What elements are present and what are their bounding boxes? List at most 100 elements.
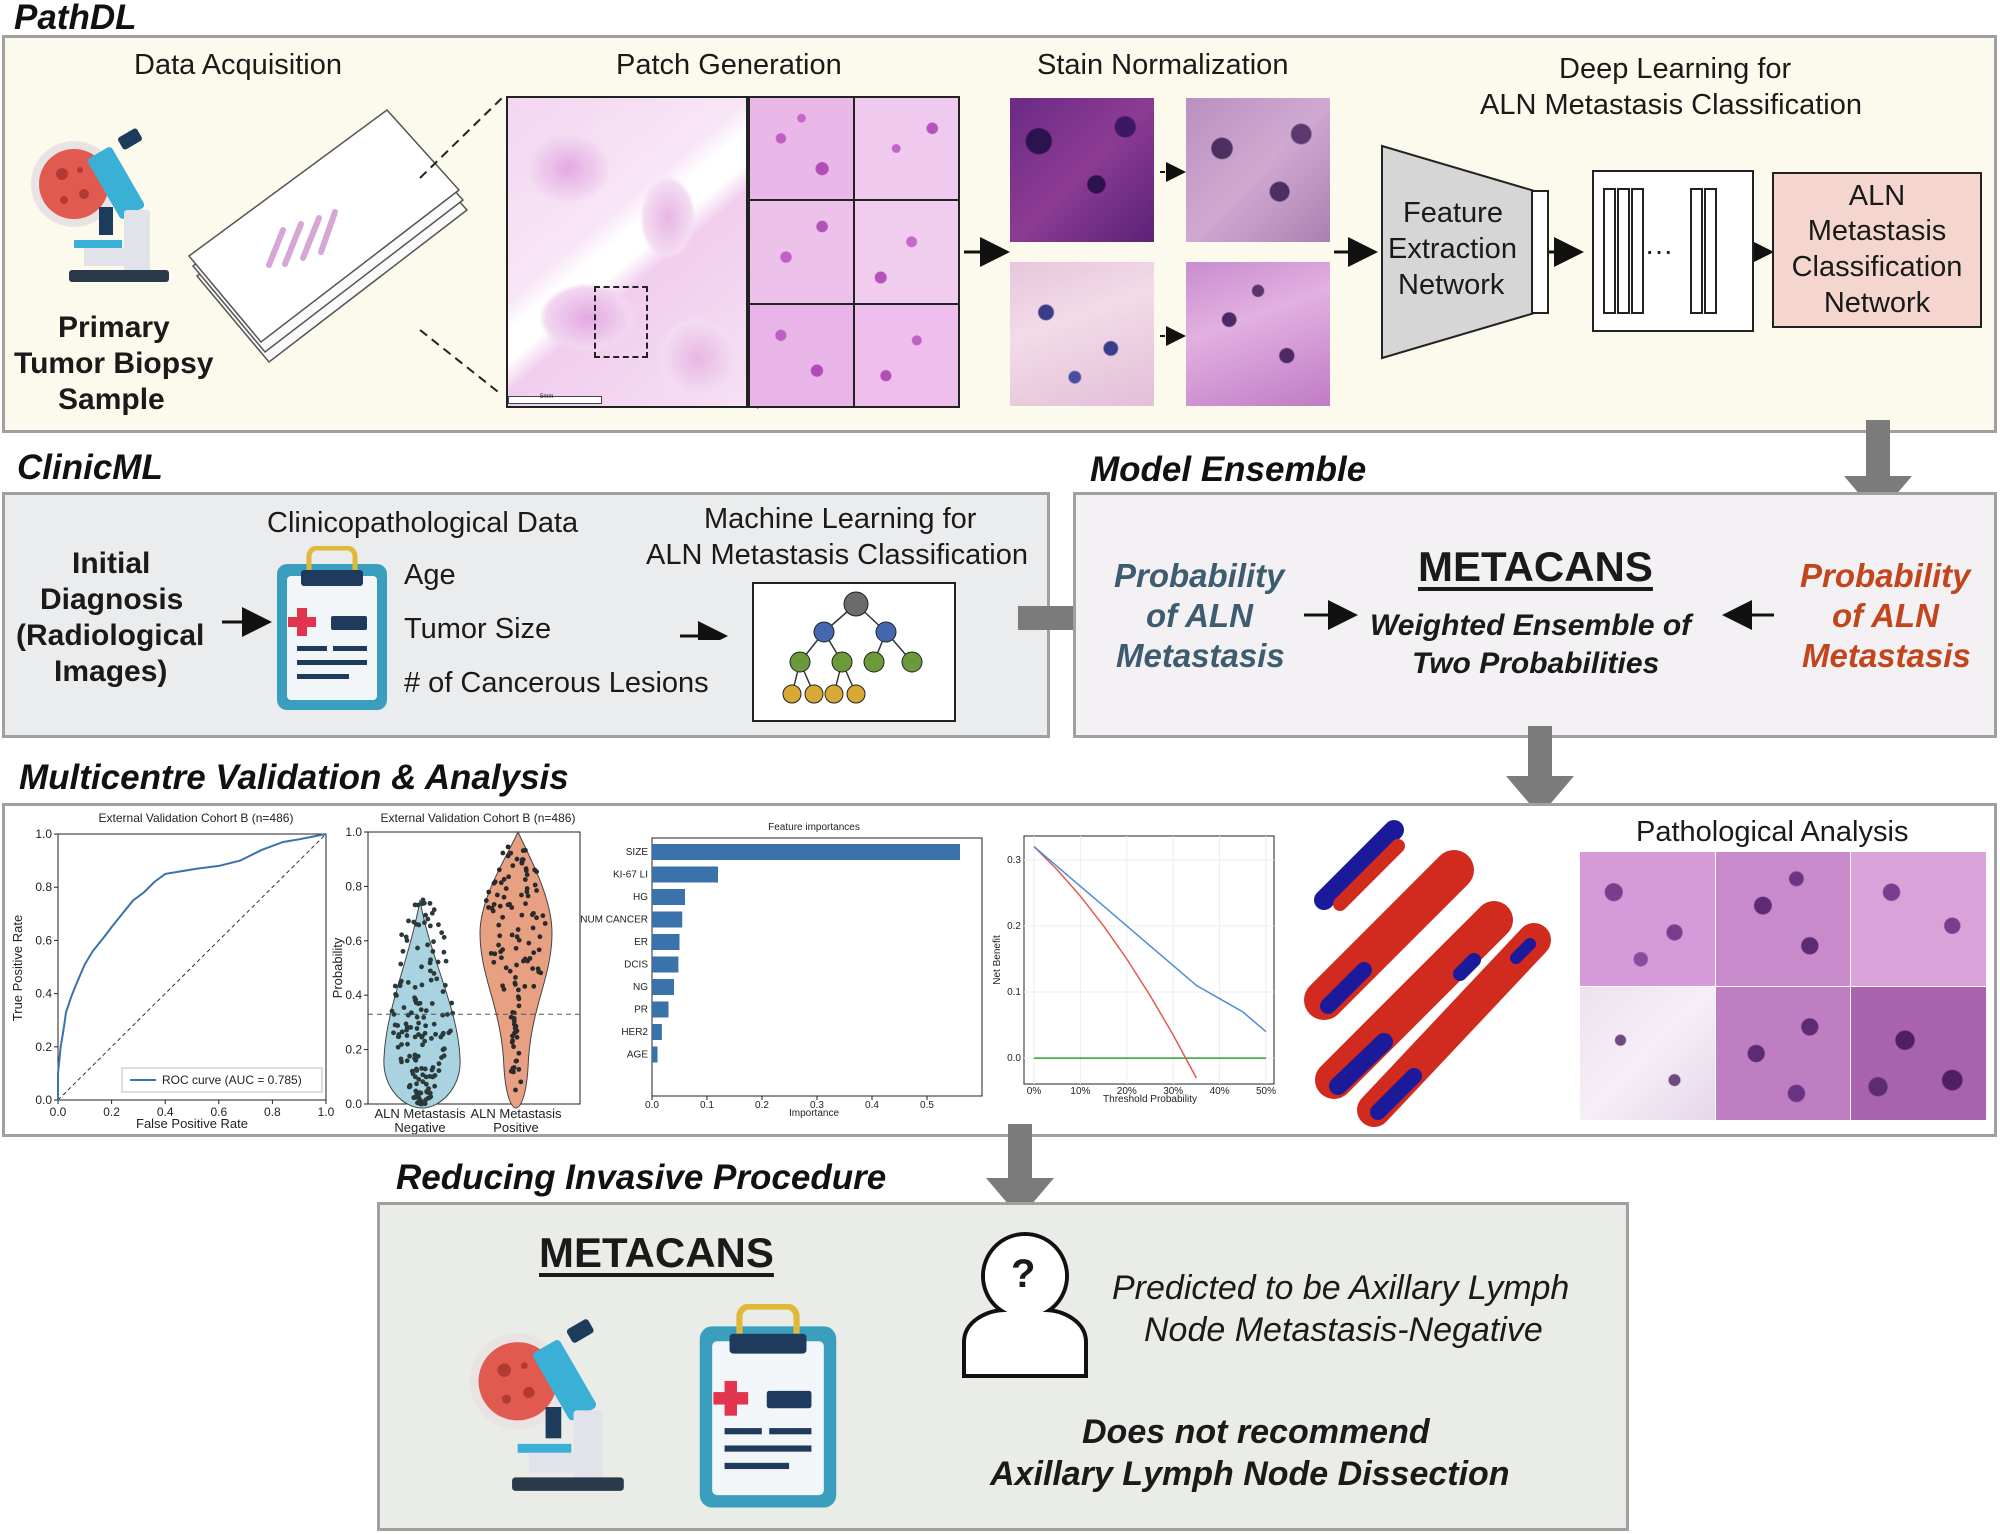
violin-dot-negative xyxy=(404,1058,410,1064)
violin-dot-positive xyxy=(503,965,509,971)
violin-dot-positive xyxy=(538,970,544,976)
violin-dot-positive xyxy=(530,925,536,931)
pathdl-title: PathDL xyxy=(14,0,137,37)
violin-dot-negative xyxy=(417,1000,423,1006)
stain-normalization-label: Stain Normalization xyxy=(1037,49,1289,81)
violin-cat-pos-2: Positive xyxy=(493,1120,539,1134)
fi-bar xyxy=(652,979,674,995)
violin-dot-negative xyxy=(448,1028,453,1034)
heatmap-slide xyxy=(1304,820,1551,1127)
violin-dot-negative xyxy=(431,1021,437,1027)
roc-title: External Validation Cohort B (n=486) xyxy=(99,811,294,825)
stain-after-2 xyxy=(1186,262,1330,406)
violin-dot-positive xyxy=(532,867,538,873)
violin-dot-negative xyxy=(427,960,433,966)
fc-bar-2 xyxy=(1617,188,1630,314)
violin-dot-negative xyxy=(427,1074,433,1079)
violin-dot-negative xyxy=(441,949,447,955)
violin-dot-negative xyxy=(440,989,446,995)
violin-dot-negative xyxy=(397,983,403,989)
violin-dot-negative xyxy=(423,1074,429,1080)
violin-dot-negative xyxy=(404,938,410,943)
weighted-2: Two Probabilities xyxy=(1412,647,1660,680)
violin-dot-positive xyxy=(508,1068,514,1074)
violin-dot-negative xyxy=(400,948,406,954)
fi-bar xyxy=(652,1046,658,1063)
dca-ylabel: Net Benefit xyxy=(992,935,1003,985)
violin-ytick-label: 0.8 xyxy=(345,879,362,893)
predicted-1: Predicted to be Axillary Lymph xyxy=(1112,1269,1570,1307)
clipboard-icon-2 xyxy=(699,1304,837,1508)
violin-ytick-label: 1.0 xyxy=(345,825,362,839)
fc-bar-4 xyxy=(1690,188,1703,314)
question-mark: ? xyxy=(1011,1252,1036,1296)
violin-dot-negative xyxy=(419,1101,425,1107)
clinic-arrows xyxy=(222,607,728,640)
fi-bar xyxy=(652,1024,662,1040)
violin-dot-negative xyxy=(403,934,409,940)
violin-dot-negative xyxy=(421,900,427,906)
violin-dot-positive xyxy=(516,1003,522,1009)
violin-dot-positive xyxy=(497,933,503,939)
roc-xtick-label: 0.8 xyxy=(264,1105,281,1119)
violin-dot-negative xyxy=(422,1030,428,1036)
metacans-ensemble: METACANS xyxy=(1418,543,1653,590)
violin-dot-negative xyxy=(412,995,417,1001)
scale-text: 5mm xyxy=(540,394,554,400)
violin-dot-negative xyxy=(413,1066,419,1072)
initial-diagnosis-4: Images) xyxy=(54,655,168,688)
microscope-icon-2 xyxy=(469,1319,624,1491)
feature-tumor-size: Tumor Size xyxy=(404,613,552,645)
aln-network-line-3: Classification xyxy=(1791,251,1963,283)
violin-dot-negative xyxy=(415,902,421,908)
patch-3 xyxy=(750,201,853,303)
stain-before-2 xyxy=(1010,262,1154,406)
fi-bar xyxy=(652,934,680,950)
violin-dot-negative xyxy=(395,1023,401,1028)
violin-dot-positive xyxy=(511,1016,517,1021)
violin-dot-positive xyxy=(520,857,526,863)
violin-dot-positive xyxy=(498,949,504,955)
feature-vector xyxy=(1531,190,1549,314)
violin-dot-positive xyxy=(515,927,521,932)
fc-bar-3 xyxy=(1631,188,1644,314)
violin-dot-negative xyxy=(399,932,405,938)
violin-dot-negative xyxy=(440,1012,446,1018)
violin-dot-positive xyxy=(526,940,532,946)
violin-dot-positive xyxy=(513,975,518,980)
violin-ytick-label: 0.6 xyxy=(345,934,362,948)
violin-dot-negative xyxy=(423,1081,429,1087)
violin-dot-positive xyxy=(510,1033,515,1039)
violin-title: External Validation Cohort B (n=486) xyxy=(381,811,576,825)
violin-dot-positive xyxy=(508,850,514,856)
violin-dot-negative xyxy=(406,1084,412,1090)
violin-dot-negative xyxy=(425,916,431,922)
violin-dot-positive xyxy=(491,959,497,965)
violin-dot-negative xyxy=(423,912,428,918)
violin-dot-positive xyxy=(537,934,543,940)
patch-6 xyxy=(855,304,958,406)
violin-dot-positive xyxy=(500,914,506,920)
data-acquisition-label: Data Acquisition xyxy=(134,49,342,81)
violin-dot-negative xyxy=(406,918,411,924)
dca-xtick-label: 20% xyxy=(1117,1086,1137,1097)
roc-xtick-label: 0.0 xyxy=(50,1105,67,1119)
violin-dot-negative xyxy=(440,1047,446,1053)
violin-dot-negative xyxy=(442,982,448,988)
violin-dot-positive xyxy=(503,886,509,891)
gray-arrow-down-2 xyxy=(1506,726,1574,816)
prob-left-3: Metastasis xyxy=(1116,637,1285,674)
violin-dot-negative xyxy=(429,1067,435,1073)
violin-dot-negative xyxy=(420,1079,426,1085)
violin-dot-negative xyxy=(413,1088,419,1094)
violin-dot-negative xyxy=(392,983,398,989)
violin-dot-negative xyxy=(431,939,436,945)
violin-dot-negative xyxy=(433,1031,438,1037)
violin-dot-negative xyxy=(435,959,441,965)
violin-dot-negative xyxy=(412,1055,418,1061)
initial-diagnosis-1: Initial xyxy=(72,547,151,580)
violin-dot-positive xyxy=(518,1079,524,1085)
predicted-2: Node Metastasis-Negative xyxy=(1144,1311,1543,1349)
violin-dot-positive xyxy=(500,850,506,856)
roc-ytick-label: 0.2 xyxy=(35,1040,52,1054)
